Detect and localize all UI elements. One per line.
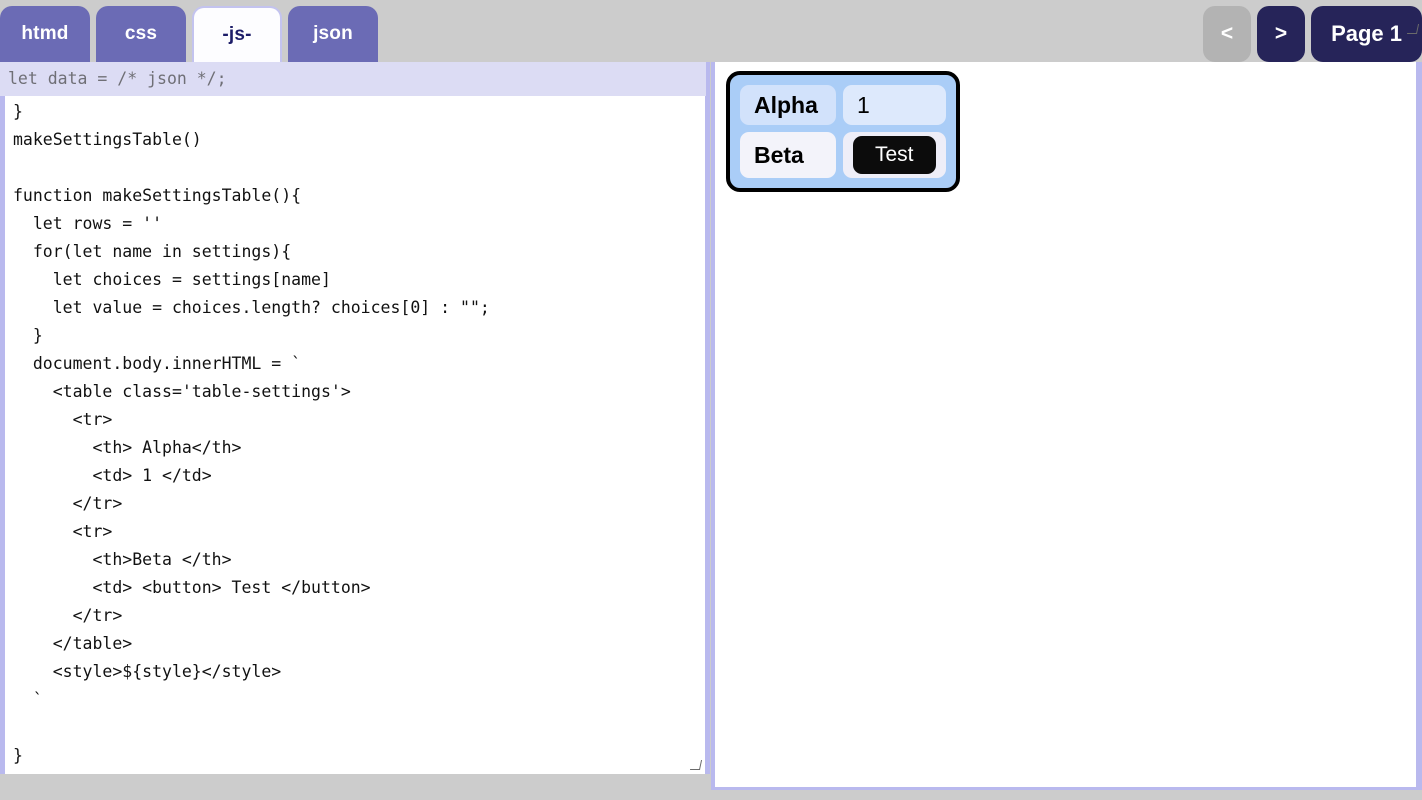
- test-button[interactable]: Test: [853, 136, 936, 174]
- page-indicator-button[interactable]: Page 1: [1311, 6, 1422, 62]
- next-page-button[interactable]: >: [1257, 6, 1306, 62]
- page-navigation: < > Page 1: [1203, 6, 1422, 62]
- settings-row-header: Alpha: [740, 85, 836, 125]
- tab-json[interactable]: json: [288, 6, 378, 62]
- table-row: Alpha 1: [740, 85, 946, 125]
- js-code-editor[interactable]: [5, 62, 705, 766]
- settings-row-value: Test: [843, 132, 946, 178]
- tab-htmd[interactable]: htmd: [0, 6, 90, 62]
- top-bar: htmd css -js- json < > Page 1: [0, 0, 1422, 62]
- tab-js[interactable]: -js-: [192, 6, 282, 62]
- table-row: Beta Test: [740, 132, 946, 178]
- code-editor-pane: [0, 62, 710, 774]
- settings-row-value: 1: [843, 85, 946, 125]
- preview-pane: Alpha 1 Beta Test: [711, 62, 1422, 790]
- prev-page-button[interactable]: <: [1203, 6, 1252, 62]
- tab-bar: htmd css -js- json: [0, 6, 384, 62]
- settings-table: Alpha 1 Beta Test: [726, 71, 960, 192]
- tab-css[interactable]: css: [96, 6, 186, 62]
- json-data-input[interactable]: [0, 62, 706, 96]
- settings-row-header: Beta: [740, 132, 836, 178]
